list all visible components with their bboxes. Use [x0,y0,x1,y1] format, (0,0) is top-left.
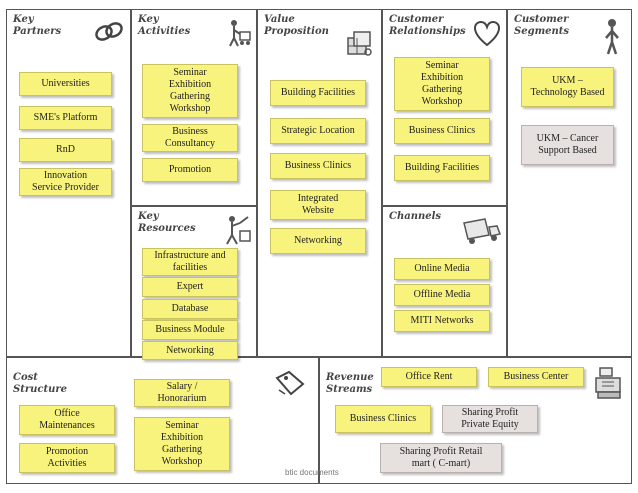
section-title: Revenue Streams [326,372,374,395]
section-title: Value Proposition [264,14,329,37]
sticky-note: Database [142,299,238,319]
sticky-note: Strategic Location [270,118,366,144]
sticky-note: Office Rent [381,367,477,387]
sticky-note: Offline Media [394,284,490,306]
section-title: Key Resources [138,211,196,234]
sticky-note: MITI Networks [394,310,490,332]
sticky-note: Online Media [394,258,490,280]
chain-link-icon [95,22,123,41]
sticky-note: Building Facilities [270,80,366,106]
sticky-note: Seminar Exhibition Gathering Workshop [394,57,490,111]
sticky-note: Promotion Activities [19,443,115,473]
section-channels: Channels [382,206,507,357]
section-title: Key Partners [13,14,62,37]
cash-register-icon [595,367,621,399]
sticky-note: Business Module [142,320,238,340]
sticky-note: Salary / Honorarium [134,379,230,407]
worker-with-tools-icon [226,216,251,245]
gift-box-icon [347,31,372,56]
sticky-note: Seminar Exhibition Gathering Workshop [134,417,230,471]
sticky-note: Sharing Profit Private Equity [442,405,538,433]
sticky-note: Business Clinics [335,405,431,433]
person-with-cart-icon [229,20,251,47]
sticky-note: Networking [270,228,366,254]
sticky-note: UKM – Technology Based [521,67,614,107]
section-title: Key Activities [138,14,191,37]
sticky-note: Business Clinics [270,153,366,179]
delivery-truck-icon [463,218,502,244]
person-icon [605,19,619,55]
sticky-note: Building Facilities [394,155,490,181]
watermark: btic documents [285,468,339,477]
sticky-note: Business Consultancy [142,124,238,152]
sticky-note: Business Center [488,367,584,387]
section-title: Customer Relationships [389,14,466,37]
section-title: Cost Structure [13,372,67,395]
price-tag-icon [275,370,305,396]
sticky-note: Business Clinics [394,118,490,144]
sticky-note: Promotion [142,158,238,182]
sticky-note: Seminar Exhibition Gathering Workshop [142,64,238,118]
section-customer-segments: Customer Segments [507,9,632,357]
sticky-note: UKM – Cancer Support Based [521,125,614,165]
sticky-note: Innovation Service Provider [19,168,112,196]
section-title: Channels [389,211,442,222]
sticky-note: Integrated Website [270,190,366,220]
sticky-note: Sharing Profit Retail mart ( C-mart) [380,443,502,473]
sticky-note: SME's Platform [19,106,112,130]
sticky-note: Networking [142,341,238,360]
heart-icon [473,20,501,47]
sticky-note: Infrastructure and facilities [142,248,238,276]
sticky-note: RnD [19,138,112,162]
section-value-proposition: Value Proposition [257,9,382,357]
sticky-note: Expert [142,277,238,297]
sticky-note: Universities [19,72,112,96]
sticky-note: Office Maintenances [19,405,115,435]
section-title: Customer Segments [514,14,570,37]
